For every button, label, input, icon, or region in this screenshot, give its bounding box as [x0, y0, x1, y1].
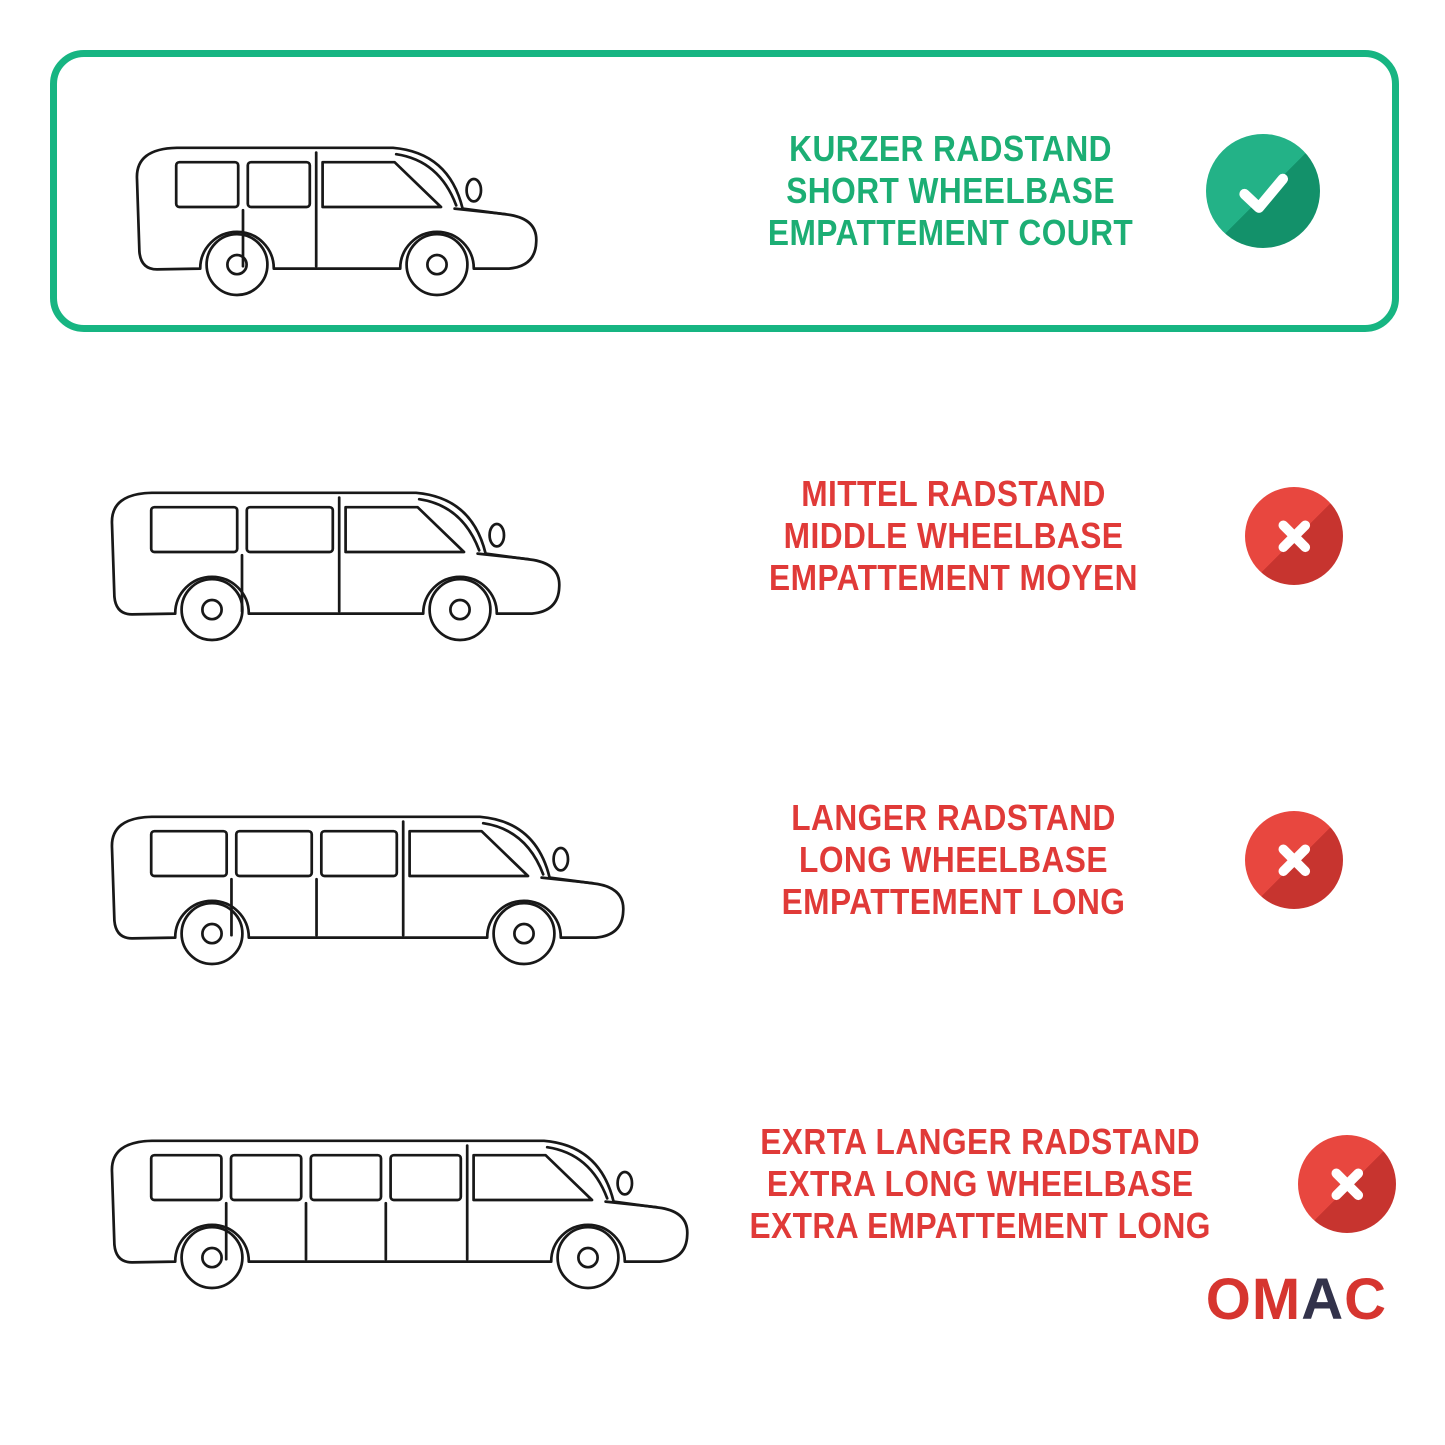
variant-row-long-wheelbase: LANGER RADSTAND LONG WHEELBASE EMPATTEME… [58, 740, 1399, 980]
variant-label-long: LANGER RADSTAND LONG WHEELBASE EMPATTEME… [746, 797, 1160, 922]
logo-letter-group: OM [1205, 1267, 1302, 1332]
check-icon [1206, 134, 1321, 248]
cross-icon [1245, 811, 1343, 909]
van-middle-illustration [58, 416, 718, 656]
label-line: EXTRA EMPATTEMENT LONG [749, 1204, 1211, 1246]
label-line: MITTEL RADSTAND [801, 473, 1106, 515]
van-extra-long-illustration [58, 1064, 718, 1304]
variant-row-middle-wheelbase: MITTEL RADSTAND MIDDLE WHEELBASE EMPATTE… [58, 416, 1399, 656]
cross-icon [1298, 1135, 1397, 1233]
van-short-illustration [83, 71, 743, 311]
label-line: SHORT WHEELBASE [786, 170, 1115, 212]
variant-label-extra-long: EXRTA LANGER RADSTAND EXTRA LONG WHEELBA… [749, 1121, 1210, 1246]
label-line: EXTRA LONG WHEELBASE [766, 1163, 1194, 1205]
logo-letter-group: C [1344, 1267, 1387, 1332]
variant-label-short: KURZER RADSTAND SHORT WHEELBASE EMPATTEM… [768, 128, 1133, 253]
omac-logo: OMAC [1206, 1266, 1387, 1333]
variant-row-short-wheelbase: KURZER RADSTAND SHORT WHEELBASE EMPATTEM… [50, 50, 1399, 332]
label-line: LANGER RADSTAND [791, 797, 1116, 839]
label-line: KURZER RADSTAND [789, 128, 1112, 170]
label-line: EXRTA LANGER RADSTAND [760, 1121, 1201, 1163]
label-line: LONG WHEELBASE [799, 839, 1108, 881]
label-line: EMPATTEMENT LONG [781, 880, 1126, 922]
label-line: EMPATTEMENT COURT [767, 211, 1134, 253]
van-long-illustration [58, 740, 718, 980]
logo-letter-group: A [1301, 1267, 1345, 1332]
variant-row-extra-long-wheelbase: EXRTA LANGER RADSTAND EXTRA LONG WHEELBA… [58, 1064, 1399, 1304]
label-line: EMPATTEMENT MOYEN [769, 556, 1138, 598]
cross-icon [1245, 487, 1343, 585]
label-line: MIDDLE WHEELBASE [783, 515, 1124, 557]
variant-label-middle: MITTEL RADSTAND MIDDLE WHEELBASE EMPATTE… [746, 473, 1160, 598]
